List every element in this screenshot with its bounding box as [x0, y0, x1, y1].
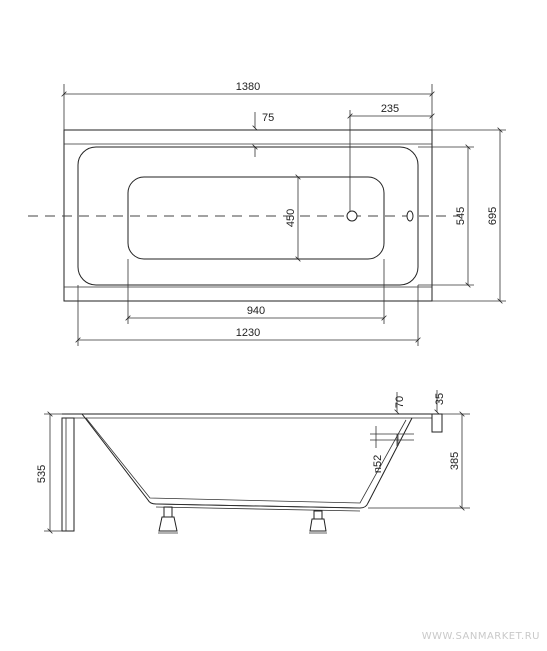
dim-inner-width: 545	[455, 207, 467, 225]
basin-bottom-outline	[127, 176, 385, 260]
dim-bottom-length: 940	[247, 305, 265, 317]
dim-height-total: 535	[36, 465, 48, 483]
dim-bottom-width: 450	[285, 209, 297, 227]
top-view: 1380 235 75 450 545 695 940 1230	[28, 81, 506, 346]
dim-overall-length: 1380	[236, 81, 260, 93]
tub-body-profile	[81, 413, 413, 509]
front-panel	[61, 417, 75, 532]
drain-hole	[346, 210, 358, 222]
foot-right	[309, 510, 327, 534]
dim-overflow-hole: n52	[372, 455, 384, 473]
inner-basin-outline	[77, 146, 419, 286]
watermark-text: WWW.SANMARKET.RU	[422, 631, 540, 642]
foot-left	[158, 506, 178, 534]
side-view: 535 385 70 35 n52	[36, 390, 470, 534]
dim-overall-width: 695	[487, 207, 499, 225]
overflow-hole	[406, 210, 414, 222]
dim-overflow-top: 70	[394, 396, 406, 408]
dim-inner-length: 1230	[236, 327, 260, 339]
dim-drain-offset: 235	[381, 103, 399, 115]
dim-depth: 385	[449, 452, 461, 470]
dim-overflow-offset: 35	[434, 393, 446, 405]
dim-rim-offset: 75	[262, 112, 274, 124]
